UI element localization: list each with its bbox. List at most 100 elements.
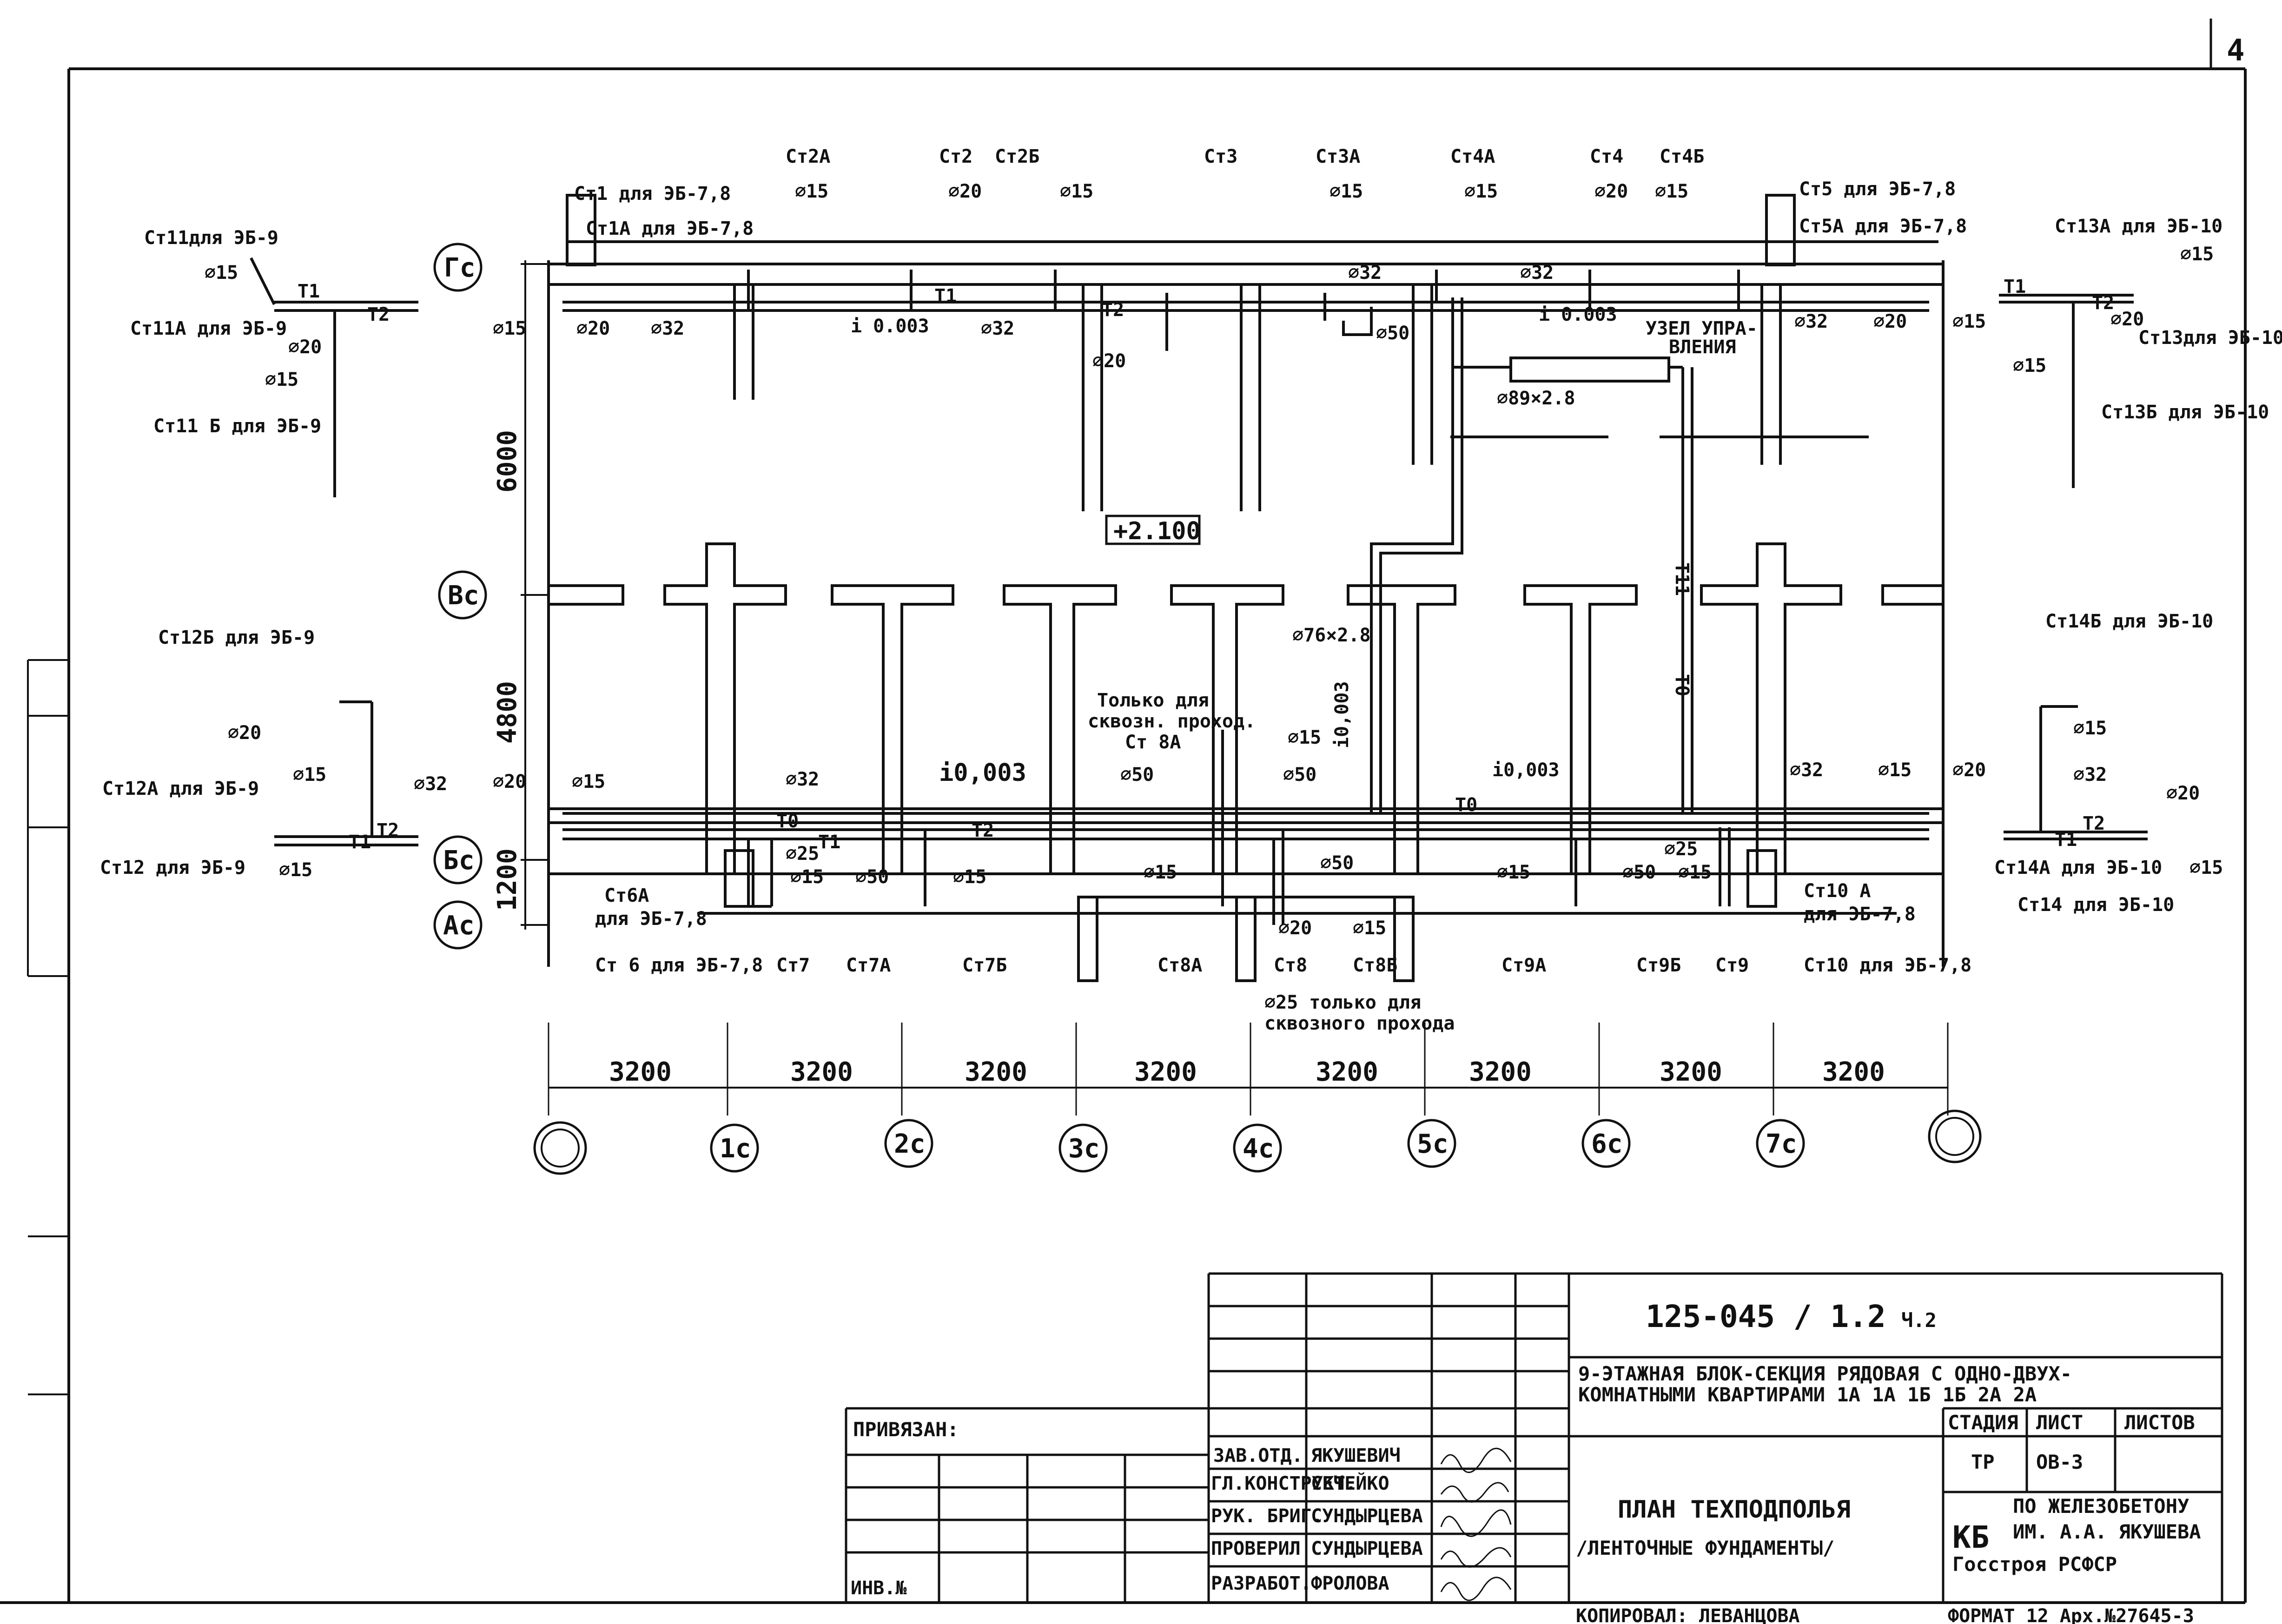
column-axis-4c: 4с — [1233, 1123, 1282, 1173]
diameter-label: ⌀15 — [790, 866, 824, 888]
riser-label: Ст9А — [1501, 955, 1546, 976]
pipe-code: Т2 — [972, 820, 994, 841]
column-axis-label: 1с — [720, 1134, 751, 1164]
riser-label: Ст14 для ЭБ-10 — [2017, 894, 2174, 916]
riser-label: Ст8Б — [1353, 955, 1397, 976]
span-label: 3200 — [1822, 1057, 1885, 1087]
column-axis-label: 6с — [1591, 1129, 1622, 1159]
row-axis-label: Бс — [443, 845, 474, 876]
column-axis-7c: 7с — [1756, 1119, 1805, 1168]
org-name: ИМ. А.А. ЯКУШЕВА — [2013, 1520, 2201, 1543]
riser-label: Ст8А — [1158, 955, 1202, 976]
pipe-code: Т11 — [1671, 562, 1693, 596]
span-label: 3200 — [1316, 1057, 1378, 1087]
diameter-label: ⌀15 — [2189, 857, 2223, 878]
org-abbr: КБ — [1952, 1519, 1989, 1555]
pipe-code: Т1 — [2055, 829, 2077, 851]
diameter-label: ⌀15 — [1353, 918, 1386, 939]
column-axis-6c: 6с — [1581, 1119, 1631, 1168]
pass-note: Только для — [1097, 690, 1209, 711]
diameter-label: ⌀32 — [651, 318, 684, 339]
riser-label: Ст12 для ЭБ-9 — [100, 857, 245, 878]
diameter-label: ⌀20 — [948, 181, 982, 202]
diameter-label: ⌀15 — [205, 262, 238, 284]
control-unit-label: ВЛЕНИЯ — [1669, 337, 1736, 358]
person-name: ЯКУШЕВИЧ — [1311, 1445, 1401, 1466]
riser-label: Ст11А для ЭБ-9 — [130, 318, 287, 339]
sheet-frame — [0, 19, 2247, 1604]
stage-value: ТР — [1971, 1451, 1995, 1473]
column-axis-label: 3с — [1068, 1134, 1099, 1164]
pipe-code: Т1 — [2004, 276, 2026, 297]
title-block: 125-045 / 1.2 Ч.2 9-ЭТАЖНАЯ БЛОК-СЕКЦИЯ … — [845, 1272, 2223, 1603]
level-mark: +2.100 — [1113, 517, 1201, 545]
riser-label: Ст1 для ЭБ-7,8 — [574, 183, 731, 205]
diameter-label: ⌀15 — [572, 771, 605, 792]
column-axis-3c: 3с — [1058, 1123, 1108, 1173]
diameter-label: ⌀15 — [1678, 862, 1712, 883]
diameter-label: ⌀50 — [855, 866, 889, 888]
riser-labels-bottom: Ст6А для ЭБ-7,8 Ст 6 для ЭБ-7,8 Ст7 Ст7А… — [493, 674, 1986, 1034]
person-name: СУНДЫРЦЕВА — [1311, 1538, 1423, 1559]
diameter-label: ⌀50 — [1120, 764, 1154, 786]
sheet-number: 4 — [2227, 33, 2245, 68]
riser-label: для ЭБ-7,8 — [1804, 904, 1916, 925]
diameter-label: ⌀25 — [1664, 838, 1698, 860]
diameter-label: ⌀32 — [414, 773, 447, 795]
diameter-label: ⌀20 — [1092, 350, 1126, 372]
riser-label: Ст4 — [1590, 146, 1623, 167]
signature — [1440, 1509, 1512, 1537]
row-span-label: 1200 — [492, 848, 523, 911]
diameter-label: ⌀32 — [1348, 262, 1382, 284]
riser-label: Ст8 — [1274, 955, 1307, 976]
diameter-label: ⌀25 только для — [1264, 992, 1421, 1013]
diameter-label: ⌀15 — [1655, 181, 1688, 202]
diameter-label: ⌀32 — [981, 318, 1014, 339]
project-title: 9-ЭТАЖНАЯ БЛОК-СЕКЦИЯ РЯДОВАЯ С ОДНО-ДВУ… — [1578, 1362, 2072, 1385]
span-label: 3200 — [609, 1057, 672, 1087]
riser-label: Ст3 — [1204, 146, 1237, 167]
column-axis-label: 7с — [1766, 1129, 1797, 1159]
riser-label: Ст7Б — [962, 955, 1007, 976]
riser-label: Ст9Б — [1636, 955, 1681, 976]
diameter-label: ⌀15 — [279, 859, 312, 881]
row-span-label: 4800 — [492, 681, 523, 744]
diameter-label: ⌀15 — [1060, 181, 1093, 202]
diameter-label: ⌀20 — [1873, 311, 1907, 332]
diameter-label: сквозного прохода — [1264, 1013, 1455, 1034]
diameter-label: ⌀20 — [228, 722, 261, 744]
level-mark-box — [1105, 515, 1201, 545]
org-name: ПО ЖЕЛЕЗОБЕТОНУ — [2013, 1495, 2189, 1518]
format-note: ФОРМАТ 12 Арх.№27645-3 — [1948, 1605, 2194, 1624]
span-label: 3200 — [1134, 1057, 1197, 1087]
copied-by-note: КОПИРОВАЛ: ЛЕВАНЦОВА — [1576, 1605, 1800, 1624]
riser-label: Ст2А — [786, 146, 830, 167]
column-axis-start — [533, 1121, 587, 1175]
riser-label: Ст5 для ЭБ-7,8 — [1799, 178, 1956, 200]
riser-label: Ст13Б для ЭБ-10 — [2101, 402, 2269, 423]
sheet-value: ОВ-3 — [2036, 1451, 2083, 1473]
sheets-header: ЛИСТОВ — [2124, 1411, 2195, 1434]
riser-label: Ст 6 для ЭБ-7,8 — [595, 955, 763, 976]
slope-note: i0,003 — [939, 759, 1026, 787]
diameter-label: ⌀15 — [1497, 862, 1530, 883]
pass-note: сквозн. проход. — [1088, 711, 1256, 732]
riser-label: Ст14Б для ЭБ-10 — [2045, 611, 2213, 632]
diameter-label: ⌀32 — [786, 769, 819, 790]
riser-label: Ст1А для ЭБ-7,8 — [586, 218, 754, 239]
diameter-label: ⌀15 — [1878, 759, 1912, 781]
diameter-label: ⌀32 — [2073, 764, 2107, 786]
doc-part: Ч.2 — [1901, 1309, 1937, 1332]
role-label: ЗАВ.ОТД. — [1213, 1445, 1303, 1466]
column-axis-label: 4с — [1243, 1134, 1274, 1164]
slope-note: i0,003 — [1331, 681, 1353, 749]
row-span-label: 6000 — [492, 430, 523, 493]
pipe-code: Т1 — [934, 285, 957, 307]
diameter-label: ⌀50 — [1376, 323, 1409, 344]
riser-label: Ст2Б — [995, 146, 1039, 167]
diameter-label: ⌀15 — [2180, 244, 2214, 265]
diameter-label: ⌀15 — [1288, 727, 1321, 748]
diameter-label: ⌀15 — [2013, 355, 2046, 376]
signature — [1440, 1547, 1512, 1568]
